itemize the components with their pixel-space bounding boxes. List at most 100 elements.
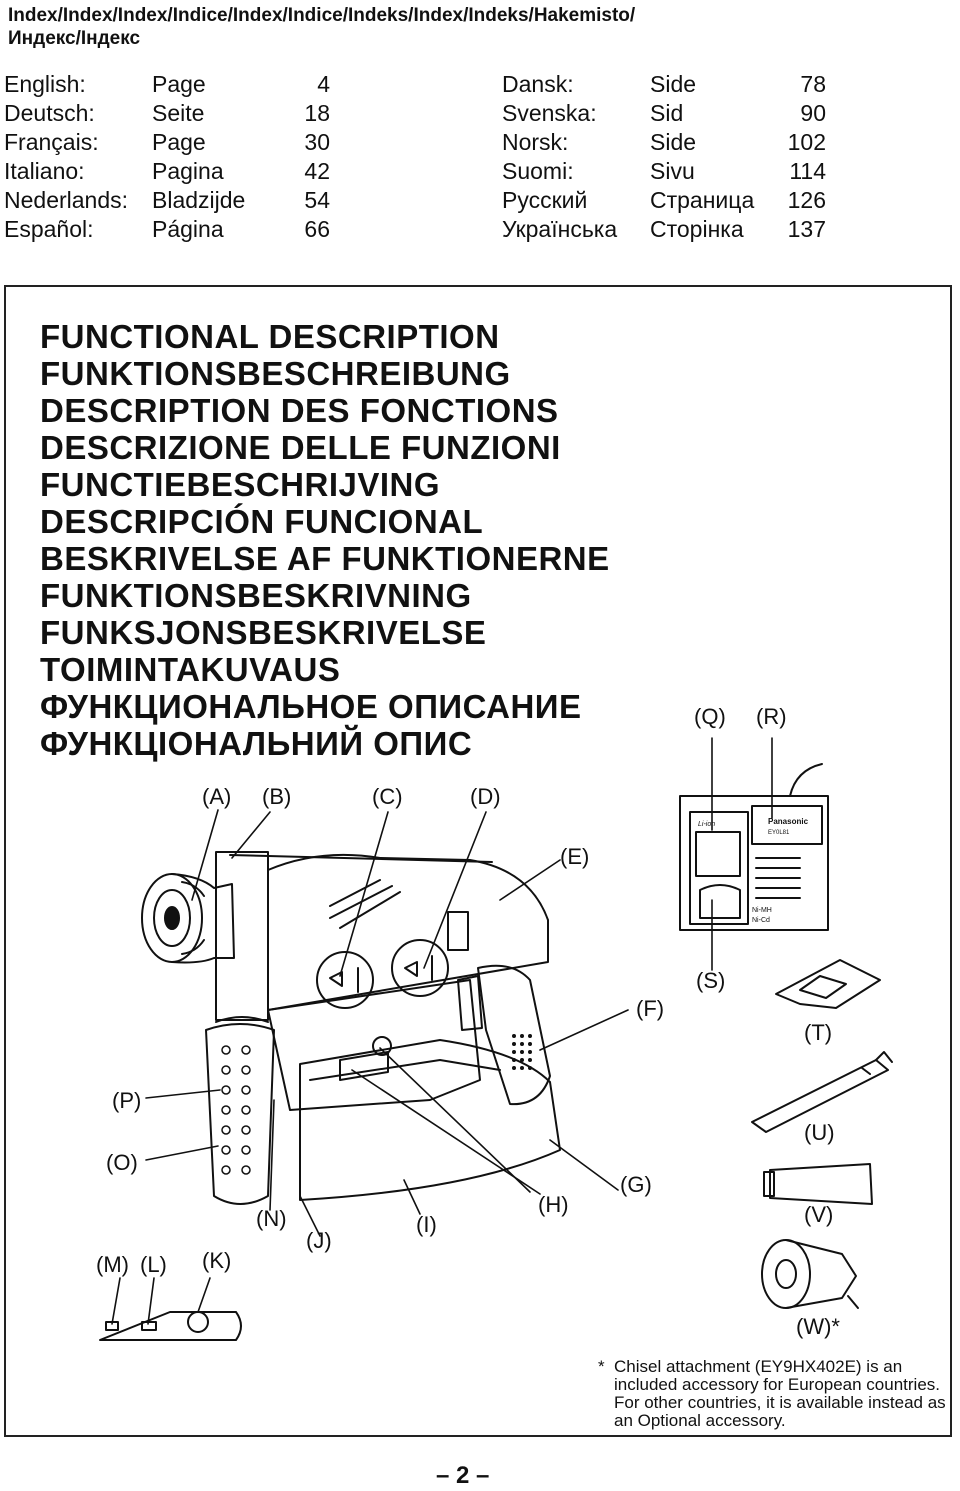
handle-dot	[241, 1145, 251, 1155]
section-title: BESKRIVELSE AF FUNKTIONERNE	[40, 540, 610, 577]
grip-dot	[512, 1058, 516, 1062]
charger-drawing	[679, 763, 829, 931]
index-page-word: Seite	[152, 100, 205, 126]
callout-H: (H)	[538, 1192, 569, 1217]
index-page-word: Sid	[650, 100, 684, 126]
index-row: Українська Сторінка 137	[502, 215, 826, 244]
grip-dot	[528, 1058, 532, 1062]
handle-dot	[221, 1125, 231, 1135]
tool-body	[267, 853, 549, 1011]
index-page-number: 137	[787, 216, 826, 242]
battery-pack	[299, 1039, 561, 1201]
handle-dot	[221, 1045, 231, 1055]
handle-dot	[221, 1105, 231, 1115]
index-page-word: Side	[650, 129, 697, 155]
section-title: DESCRIPCIÓN FUNCIONAL	[40, 503, 484, 540]
index-language: Norsk:	[502, 129, 569, 155]
grip	[477, 964, 551, 1106]
section-title: TOIMINTAKUVAUS	[40, 651, 341, 688]
index-page-word: Side	[650, 71, 697, 97]
index-language: Italiano:	[4, 158, 85, 184]
mode-dial-right	[391, 939, 449, 997]
index-page-number: 66	[304, 216, 330, 242]
callout-D: (D)	[470, 784, 501, 809]
charger-brand: Panasonic	[768, 817, 809, 826]
index-row: English: Page 4	[4, 70, 330, 99]
trigger	[457, 975, 483, 1031]
callout-O: (O)	[106, 1150, 138, 1175]
index-page-word: Pagina	[152, 158, 224, 184]
index-row: Italiano: Pagina 42	[4, 157, 330, 186]
charger-nicd: Ni-Cd	[752, 917, 770, 924]
grip-dot	[520, 1034, 524, 1038]
functional-description-frame	[4, 285, 952, 1437]
section-title: ФУНКЦИОНАЛЬНОЕ ОПИСАНИЕ	[40, 688, 582, 725]
index-language: Español:	[4, 216, 94, 242]
index-language: Nederlands:	[4, 187, 129, 213]
page-number: – 2 –	[436, 1462, 490, 1489]
callout-F: (F)	[636, 996, 664, 1021]
side-handle-dots	[221, 1045, 251, 1175]
side-handle-drawing	[205, 851, 275, 1205]
index-page-number: 42	[304, 158, 330, 184]
callout-J: (J)	[306, 1228, 332, 1253]
mode-dial-left	[316, 951, 374, 1009]
index-language: Suomi:	[502, 158, 574, 184]
index-language: Українська	[502, 216, 618, 242]
grip-dot	[520, 1066, 524, 1070]
callout-M: (M)	[96, 1252, 129, 1277]
grip-dot	[528, 1066, 532, 1070]
callout-Q: (Q)	[694, 704, 726, 729]
index-page-word: Sivu	[650, 158, 695, 184]
charger-liion: Li-ion	[698, 821, 715, 828]
grip-dot	[512, 1034, 516, 1038]
callout-E: (E)	[560, 844, 589, 869]
grip-dot	[528, 1042, 532, 1046]
handle-dot	[241, 1125, 251, 1135]
index-page-number: 18	[304, 100, 330, 126]
index-page-number: 30	[304, 129, 330, 155]
handle-dot	[241, 1045, 251, 1055]
index-language: English:	[4, 71, 86, 97]
section-title: FUNCTIONAL DESCRIPTION	[40, 318, 500, 355]
handle-dot	[221, 1065, 231, 1075]
index-page-number: 4	[317, 71, 330, 97]
section-title: DESCRIZIONE DELLE FUNZIONI	[40, 429, 561, 466]
index-page-word: Page	[152, 71, 206, 97]
accessory-cap	[775, 959, 881, 1009]
grip-dot	[512, 1042, 516, 1046]
section-title: ФУНКЦІОНАЛЬНИЙ ОПИС	[40, 725, 473, 762]
index-page-number: 126	[787, 187, 826, 213]
index-page-word: Página	[152, 216, 224, 242]
section-title: FUNCTIEBESCHRIJVING	[40, 466, 441, 503]
callout-W: (W)*	[796, 1314, 840, 1339]
grip-dot	[512, 1066, 516, 1070]
index-page-number: 54	[304, 187, 330, 213]
index-language: Deutsch:	[4, 100, 95, 126]
callout-T: (T)	[804, 1020, 832, 1045]
tool-top-rail	[229, 854, 493, 863]
leader-lines	[111, 737, 773, 1325]
callout-I: (I)	[416, 1212, 437, 1237]
callout-A: (A)	[202, 784, 231, 809]
chuck-drawing	[141, 873, 235, 964]
grip-dot	[520, 1050, 524, 1054]
handle-dot	[241, 1165, 251, 1175]
grip-dot	[520, 1058, 524, 1062]
section-title: FUNKTIONSBESKRIVNING	[40, 577, 472, 614]
handle-dot	[241, 1065, 251, 1075]
accessory-chuck	[761, 1239, 859, 1309]
grip-dot	[528, 1050, 532, 1054]
index-page-word: Страница	[650, 187, 755, 213]
index-page-word: Сторінка	[650, 216, 744, 242]
handle-dot	[241, 1105, 251, 1115]
charger-model: EY0L81	[768, 830, 790, 836]
grip-dot	[512, 1050, 516, 1054]
